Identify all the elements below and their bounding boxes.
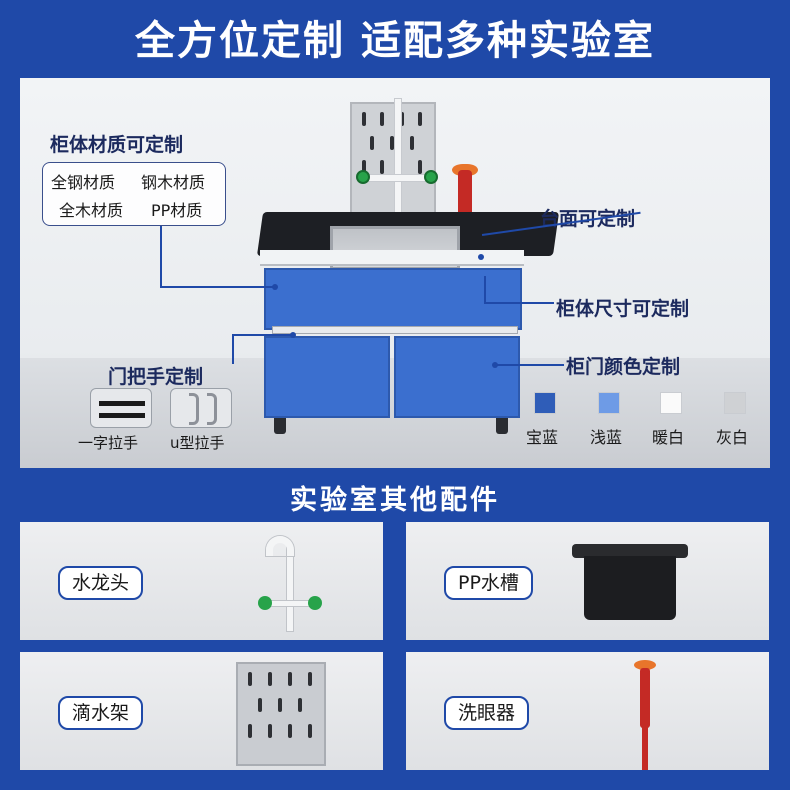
handle-caption: u型拉手	[170, 434, 225, 452]
swatch-caption: 灰白	[716, 428, 749, 447]
countertop-label: 台面可定制	[540, 204, 635, 231]
material-options-box: 全钢材质 钢木材质 全木材质 PP材质	[42, 162, 226, 226]
handle-caption: 一字拉手	[78, 434, 139, 452]
leader-dot	[290, 332, 296, 338]
drying-rack-icon	[236, 662, 326, 766]
countertop-edge	[260, 250, 524, 266]
material-option: 全木材质	[59, 201, 124, 220]
cabinet-door-right	[394, 336, 520, 418]
swatch-caption: 浅蓝	[590, 428, 623, 447]
sink-tub-icon	[572, 544, 688, 622]
door-color-label: 柜门颜色定制	[566, 356, 681, 378]
leader-line	[160, 286, 274, 288]
handle-flat-image	[90, 388, 152, 428]
cabinet-hero-panel: 柜体材质可定制 全钢材质 钢木材质 全木材质 PP材质 台面可定制 柜体尺寸可定…	[20, 78, 770, 468]
valve-icon	[424, 170, 438, 184]
leader-line	[484, 302, 554, 304]
accessory-label: 滴水架	[58, 696, 144, 730]
accessory-card-eyewash: 洗眼器	[406, 652, 769, 770]
accessory-label: 洗眼器	[444, 696, 530, 730]
handle-label: 门把手定制	[108, 366, 204, 388]
swatch-caption: 宝蓝	[526, 428, 559, 447]
leader-line	[232, 334, 292, 336]
leader-dot	[478, 254, 484, 260]
leader-dot	[492, 362, 498, 368]
accessory-label: 水龙头	[58, 566, 144, 600]
flat-handle-icon	[99, 413, 145, 418]
swatch-warm-white	[660, 392, 682, 414]
page-title: 全方位定制 适配多种实验室	[135, 18, 655, 64]
swatch-light-blue	[598, 392, 620, 414]
cabinet-door-left	[264, 336, 390, 418]
swatch-gray-white	[724, 392, 746, 414]
leader-line	[484, 276, 486, 302]
accessories-title: 实验室其他配件	[290, 485, 500, 516]
cabinet-foot	[496, 418, 508, 434]
size-label: 柜体尺寸可定制	[556, 298, 690, 320]
leader-line	[160, 226, 162, 286]
leader-line	[232, 334, 234, 364]
swatch-royal-blue	[534, 392, 556, 414]
material-option: PP材质	[151, 201, 203, 220]
faucet-icon	[248, 534, 328, 634]
material-option: 全钢材质	[51, 173, 116, 192]
handle-u-image	[170, 388, 232, 428]
cabinet-foot	[274, 418, 286, 434]
cabinet-handle-bar	[272, 326, 518, 334]
material-label: 柜体材质可定制	[50, 134, 184, 156]
flat-handle-icon	[99, 401, 145, 406]
u-handle-icon	[207, 393, 217, 425]
leader-dot	[272, 284, 278, 290]
u-handle-icon	[189, 393, 199, 425]
swatch-caption: 暖白	[652, 428, 685, 447]
material-option: 钢木材质	[141, 173, 206, 192]
accessory-card-faucet: 水龙头	[20, 522, 383, 640]
drying-rack-illustration	[350, 102, 436, 222]
leader-line	[496, 364, 564, 366]
faucet-illustration	[394, 98, 402, 228]
accessory-label: PP水槽	[444, 566, 533, 600]
accessory-card-drying-rack: 滴水架	[20, 652, 383, 770]
valve-icon	[356, 170, 370, 184]
accessory-card-pp-sink: PP水槽	[406, 522, 769, 640]
eyewash-icon	[630, 660, 660, 770]
